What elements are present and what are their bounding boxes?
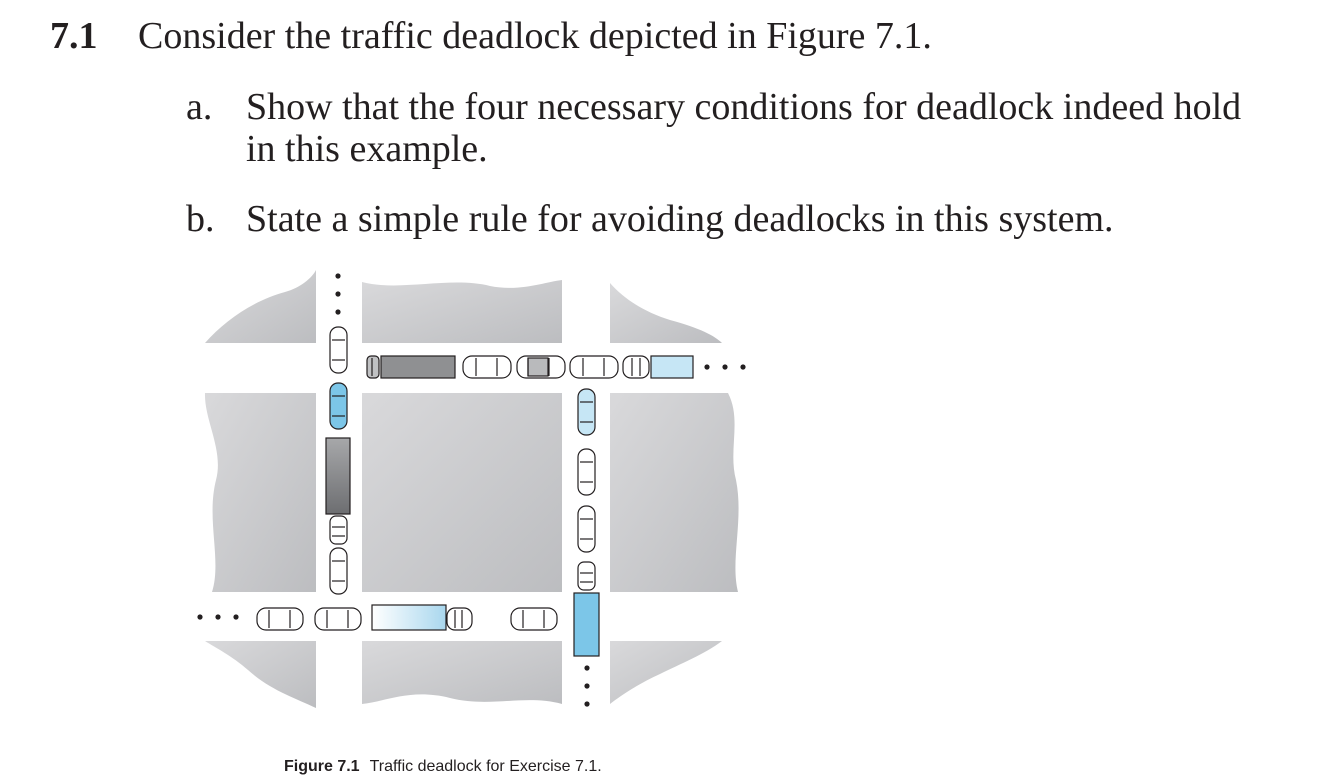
car bbox=[577, 388, 596, 436]
block-bottom-left bbox=[205, 641, 316, 708]
truck bbox=[573, 592, 600, 657]
block-bottom-middle bbox=[362, 641, 562, 704]
truck bbox=[650, 355, 694, 379]
car bbox=[314, 607, 362, 631]
car bbox=[446, 607, 473, 631]
car bbox=[577, 561, 596, 591]
car bbox=[329, 515, 348, 545]
car bbox=[329, 547, 348, 595]
part-a-label: a. bbox=[186, 86, 213, 128]
top-road-vehicles bbox=[366, 355, 694, 379]
part-b-label: b. bbox=[186, 198, 215, 240]
right-road-vehicles bbox=[573, 388, 600, 657]
caption-label: Figure 7.1 bbox=[284, 758, 360, 775]
block-bottom-right bbox=[610, 641, 722, 704]
car bbox=[510, 607, 558, 631]
block-center bbox=[362, 393, 562, 592]
exercise-number: 7.1 bbox=[50, 15, 98, 57]
part-b-line-1: State a simple rule for avoiding deadloc… bbox=[246, 198, 1114, 240]
truck bbox=[380, 355, 456, 379]
block-top-left bbox=[205, 270, 316, 343]
part-a-line-1: Show that the four necessary conditions … bbox=[246, 86, 1242, 128]
block-middle-right bbox=[610, 393, 739, 592]
exercise-stem: Consider the traffic deadlock depicted i… bbox=[138, 15, 932, 57]
block-middle-left bbox=[204, 393, 316, 592]
ellipsis-dots bbox=[197, 273, 746, 707]
car bbox=[577, 505, 596, 553]
car bbox=[256, 607, 304, 631]
car bbox=[329, 326, 348, 374]
traffic-deadlock-figure bbox=[197, 270, 746, 708]
block-top-middle bbox=[362, 280, 562, 343]
block-top-right bbox=[610, 283, 722, 343]
left-road-vehicles bbox=[325, 326, 351, 595]
car bbox=[366, 355, 380, 379]
part-a-line-2: in this example. bbox=[246, 128, 488, 170]
truck bbox=[371, 604, 447, 631]
car bbox=[569, 355, 619, 379]
car bbox=[577, 448, 596, 496]
truck bbox=[325, 437, 351, 515]
car bbox=[516, 355, 566, 379]
city-blocks bbox=[204, 270, 739, 708]
car bbox=[622, 355, 650, 379]
car bbox=[462, 355, 512, 379]
car bbox=[329, 382, 348, 430]
caption-text: Traffic deadlock for Exercise 7.1. bbox=[369, 758, 602, 775]
bottom-road-vehicles bbox=[256, 604, 558, 631]
figure-caption: Figure 7.1 Traffic deadlock for Exercise … bbox=[284, 758, 602, 776]
